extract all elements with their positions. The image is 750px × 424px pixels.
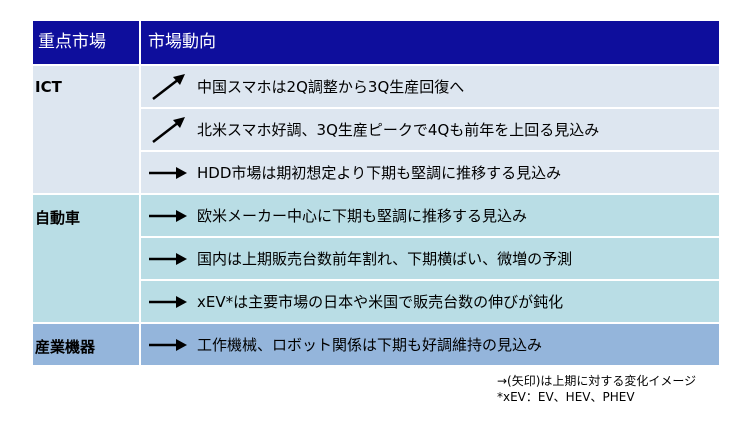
table-row: 欧米メーカー中心に下期も堅調に推移する見込み [141,195,719,236]
trend-text: 国内は上期販売台数前年割れ、下期横ばい、微増の予測 [197,250,573,268]
table-row: 中国スマホは2Q調整から3Q生産回復へ [141,66,719,107]
trend-text: 工作機械、ロボット関係は下期も好調維持の見込み [197,336,543,354]
trend-text: HDD市場は期初想定より下期も堅調に推移する見込み [197,164,562,182]
market-trend-table: 重点市場 市場動向 ICT 中国スマホは2Q調整から3Q生産回復へ 北米スマホ好… [33,21,719,365]
group-automotive: 自動車 欧米メーカー中心に下期も堅調に推移する見込み 国内は上期販売台数前年割れ… [33,195,719,322]
right-arrow-icon [141,152,195,193]
group-label: 産業機器 [33,324,141,365]
group-ict: ICT 中国スマホは2Q調整から3Q生産回復へ 北米スマホ好調、3Q生産ピークで… [33,66,719,193]
up-right-arrow-icon [141,66,195,107]
footnotes: →(矢印)は上期に対する変化イメージ *xEV：EV、HEV、PHEV [497,373,696,405]
table-row: 工作機械、ロボット関係は下期も好調維持の見込み [141,324,719,365]
table-header: 重点市場 市場動向 [33,21,719,64]
trend-text: 北米スマホ好調、3Q生産ピークで4Qも前年を上回る見込み [197,121,600,139]
header-trend: 市場動向 [148,32,216,52]
right-arrow-icon [141,324,195,365]
footnote-arrow: →(矢印)は上期に対する変化イメージ [497,374,697,388]
group-industrial: 産業機器 工作機械、ロボット関係は下期も好調維持の見込み [33,324,719,365]
up-right-arrow-icon [141,109,195,150]
table-row: xEV*は主要市場の日本や米国で販売台数の伸びが鈍化 [141,281,719,322]
header-market: 重点市場 [33,21,141,64]
trend-text: 欧米メーカー中心に下期も堅調に推移する見込み [197,207,528,225]
trend-text: 中国スマホは2Q調整から3Q生産回復へ [197,78,465,96]
table-row: HDD市場は期初想定より下期も堅調に推移する見込み [141,152,719,193]
right-arrow-icon [141,195,195,236]
table-row: 北米スマホ好調、3Q生産ピークで4Qも前年を上回る見込み [141,109,719,150]
group-label: 自動車 [33,195,141,322]
group-label: ICT [33,66,141,193]
right-arrow-icon [141,281,195,322]
table-row: 国内は上期販売台数前年割れ、下期横ばい、微増の予測 [141,238,719,279]
trend-text: xEV*は主要市場の日本や米国で販売台数の伸びが鈍化 [197,293,564,311]
footnote-xev: *xEV：EV、HEV、PHEV [497,390,635,404]
right-arrow-icon [141,238,195,279]
